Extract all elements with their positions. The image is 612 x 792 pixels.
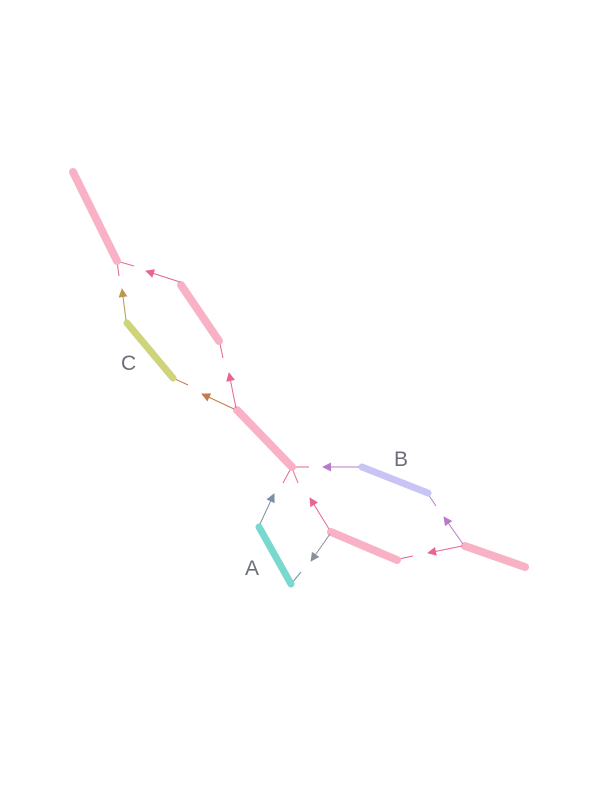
label-c: C <box>121 352 136 375</box>
segment-main-right <box>461 542 529 571</box>
segment-main-middle <box>233 406 296 471</box>
arrow-pink <box>226 372 237 409</box>
arrow-pink <box>145 269 181 283</box>
arrow-brown <box>201 393 235 410</box>
arrow-violet <box>443 516 464 545</box>
arrow-pink <box>309 497 330 530</box>
segment-main-lower <box>327 528 401 564</box>
segment-main-top <box>69 168 121 265</box>
label-a: A <box>245 557 259 580</box>
connector-lines <box>116 260 437 585</box>
segment-a <box>255 523 295 588</box>
segment-b <box>358 463 432 497</box>
arrows <box>118 269 464 562</box>
arrow-pink <box>427 545 463 556</box>
connector-line <box>398 555 414 560</box>
segments <box>69 168 529 588</box>
arrow-olive <box>118 288 128 321</box>
segment-main-upper-right <box>177 281 223 345</box>
label-b: B <box>394 448 408 471</box>
segment-c <box>123 319 177 382</box>
arrow-slate <box>259 493 275 525</box>
connector-line <box>119 261 135 267</box>
arrow-gray <box>310 533 331 562</box>
connector-line <box>219 343 224 359</box>
connector-line <box>282 469 291 484</box>
